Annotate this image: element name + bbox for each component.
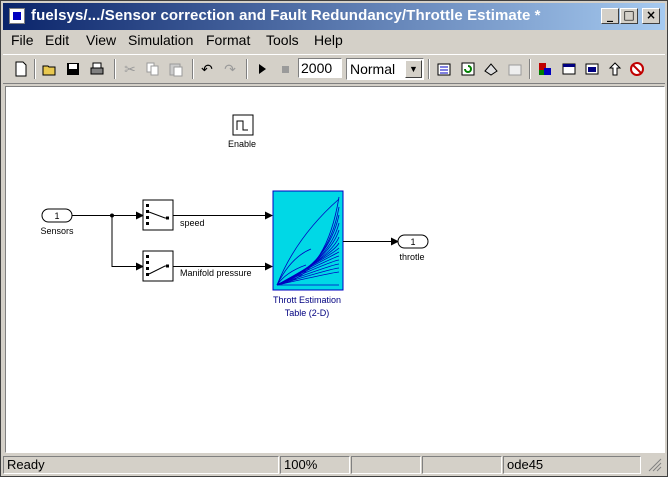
model-explorer-icon[interactable] xyxy=(505,59,525,79)
selector-block-speed[interactable] xyxy=(142,199,174,231)
update-diagram-icon[interactable] xyxy=(458,59,478,79)
menu-edit[interactable]: Edit xyxy=(45,32,70,48)
go-to-parent-icon[interactable] xyxy=(605,59,625,79)
inport-sensors[interactable]: 1 xyxy=(41,208,73,223)
undo-icon[interactable]: ↶ xyxy=(201,60,213,77)
lookup-label-line2: Table (2-D) xyxy=(285,308,330,318)
outport-label: throtle xyxy=(399,252,424,262)
stop-icon[interactable] xyxy=(275,59,295,79)
signal-label-speed: speed xyxy=(180,218,205,228)
status-bar: Ready 100% ode45 xyxy=(3,455,665,475)
title-bar[interactable]: fuelsys/.../Sensor correction and Fault … xyxy=(3,3,665,30)
toolbar-separator xyxy=(428,59,430,79)
enable-port-block[interactable] xyxy=(232,114,254,136)
status-state: Ready xyxy=(3,456,279,474)
new-icon[interactable] xyxy=(11,59,31,79)
library-browser-icon[interactable] xyxy=(434,59,454,79)
redo-icon[interactable]: ↷ xyxy=(224,60,236,77)
copy-icon[interactable] xyxy=(143,59,163,79)
block-diagram-icon[interactable] xyxy=(559,59,579,79)
start-icon[interactable] xyxy=(252,59,272,79)
signal-line xyxy=(111,215,144,271)
debug-icon[interactable] xyxy=(627,59,647,79)
model-advisor-icon[interactable] xyxy=(582,59,602,79)
toolbar-separator xyxy=(34,59,36,79)
minimize-button[interactable]: _ xyxy=(601,8,619,24)
resize-grip-icon[interactable] xyxy=(643,456,665,474)
menu-bar: File Edit View Simulation Format Tools H… xyxy=(3,31,665,51)
menu-help[interactable]: Help xyxy=(314,32,343,48)
lookup-table-2d-block[interactable] xyxy=(272,190,344,291)
block-diagram: Enable 1 Sensors xyxy=(40,114,429,318)
menu-simulation[interactable]: Simulation xyxy=(128,32,194,48)
outport-throtle[interactable]: 1 xyxy=(397,234,429,249)
toolbar-separator xyxy=(246,59,248,79)
outport-number: 1 xyxy=(410,237,415,247)
menu-format[interactable]: Format xyxy=(206,32,251,48)
save-icon[interactable] xyxy=(63,59,83,79)
inport-number: 1 xyxy=(54,211,59,221)
simulink-app-icon[interactable] xyxy=(9,8,25,24)
signal-label-manifold: Manifold pressure xyxy=(180,268,252,278)
status-solver: ode45 xyxy=(503,456,641,474)
build-icon[interactable] xyxy=(481,59,501,79)
print-icon[interactable] xyxy=(87,59,107,79)
paste-icon[interactable] xyxy=(166,59,186,79)
maximize-button[interactable]: □ xyxy=(620,8,638,24)
open-icon[interactable] xyxy=(40,59,60,79)
enable-label: Enable xyxy=(228,139,256,149)
diagram-canvas[interactable]: Enable 1 Sensors xyxy=(5,86,665,453)
debugger-icon[interactable] xyxy=(535,59,555,79)
chevron-down-icon[interactable]: ▼ xyxy=(405,60,422,78)
toolbar-separator xyxy=(529,59,531,79)
toolbar-separator xyxy=(192,59,194,79)
status-field-empty xyxy=(422,456,502,474)
toolbar: ✂ ↶ ↷ xyxy=(3,54,665,84)
simulation-mode-select[interactable]: Normal ▼ xyxy=(346,58,424,80)
status-field-empty xyxy=(351,456,421,474)
lookup-label-line1: Thrott Estimation xyxy=(273,295,341,305)
inport-label: Sensors xyxy=(40,226,74,236)
window-title: fuelsys/.../Sensor correction and Fault … xyxy=(31,7,541,24)
toolbar-separator xyxy=(114,59,116,79)
branch-point xyxy=(110,213,114,218)
status-zoom: 100% xyxy=(280,456,350,474)
simulation-mode-value: Normal xyxy=(350,61,396,77)
menu-tools[interactable]: Tools xyxy=(266,32,299,48)
menu-file[interactable]: File xyxy=(11,32,34,48)
cut-icon[interactable]: ✂ xyxy=(124,60,136,77)
menu-view[interactable]: View xyxy=(86,32,117,48)
selector-block-manifold[interactable] xyxy=(142,250,174,282)
close-button[interactable]: × xyxy=(642,8,660,24)
stop-time-input[interactable]: 2000 xyxy=(298,58,342,78)
